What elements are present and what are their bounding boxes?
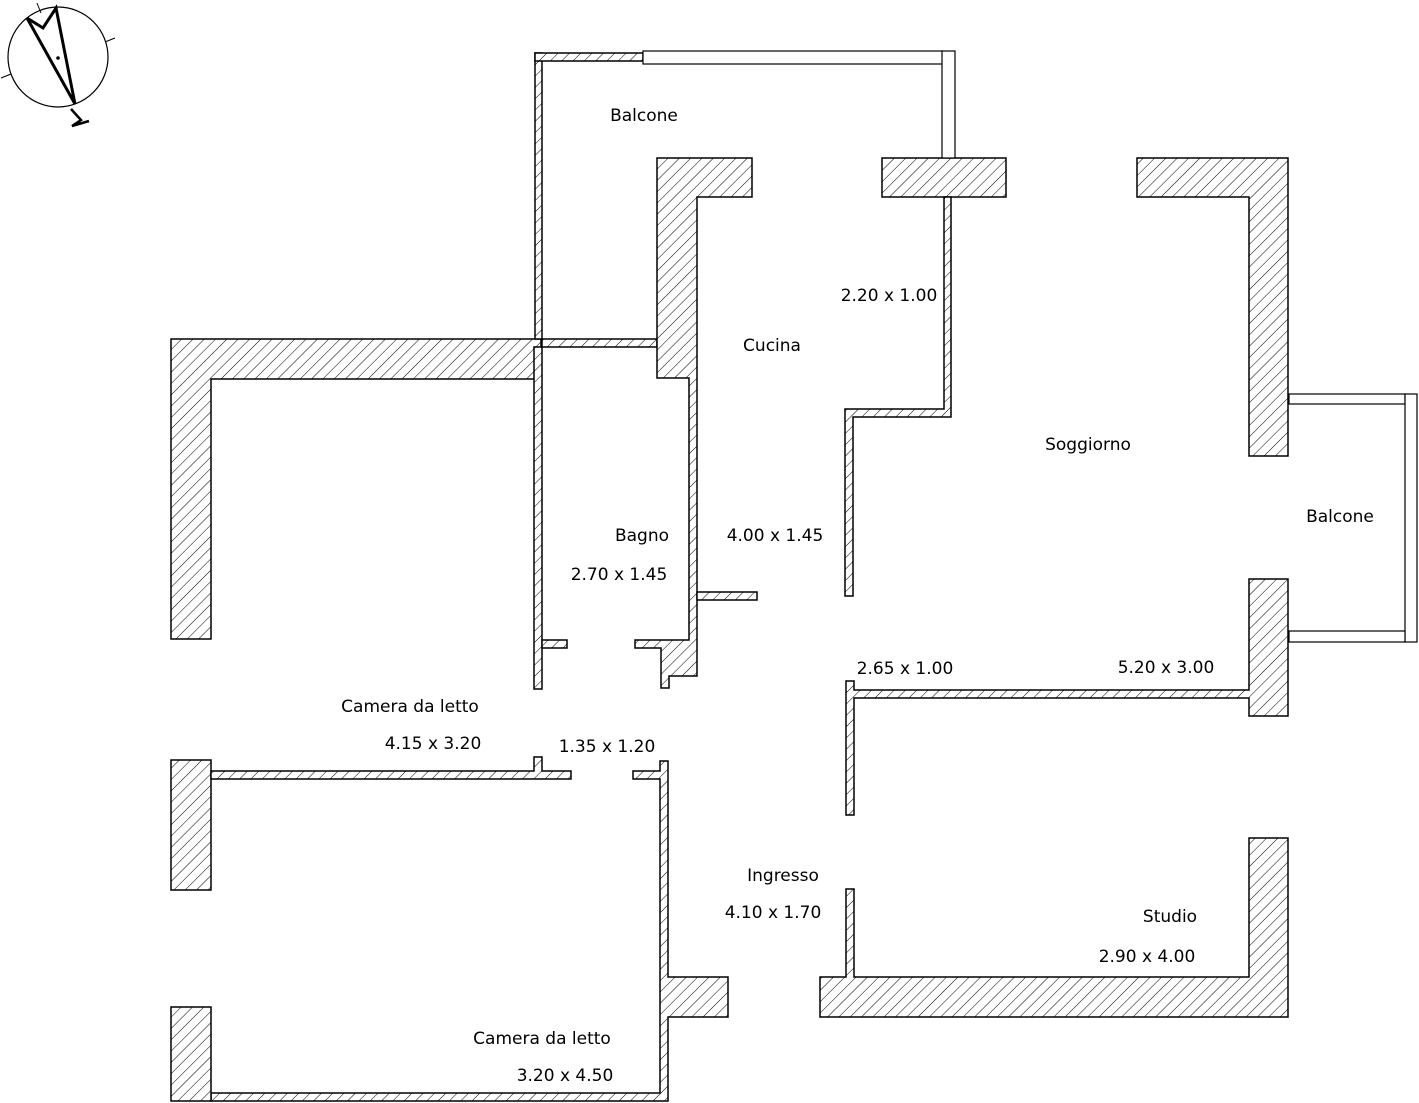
room-label-bagno: Bagno — [614, 526, 670, 546]
room-size-bagno: 2.70 x 1.45 — [570, 565, 668, 585]
room-label-balcone-top: Balcone — [610, 106, 678, 126]
dimension-label: 4.00 x 1.45 — [726, 526, 824, 546]
room-label-camera-2: Camera da letto — [473, 1029, 611, 1049]
dimension-label: 1.35 x 1.20 — [558, 737, 656, 757]
room-label-studio: Studio — [1142, 907, 1198, 927]
room-size-cucina: 2.20 x 1.00 — [840, 286, 938, 306]
room-label-cucina: Cucina — [743, 336, 801, 356]
room-size-ingresso: 4.10 x 1.70 — [724, 903, 822, 923]
compass-icon — [0, 2, 116, 128]
room-label-soggiorno: Soggiorno — [1045, 435, 1131, 455]
room-size-studio: 2.90 x 4.00 — [1098, 947, 1196, 967]
walls — [170, 52, 1289, 1102]
room-size-soggiorno: 5.20 x 3.00 — [1117, 658, 1215, 678]
room-label-camera-1: Camera da letto — [341, 697, 479, 717]
room-size-camera-1: 4.15 x 3.20 — [384, 734, 482, 754]
room-label-balcone-right: Balcone — [1306, 507, 1374, 527]
room-label-ingresso: Ingresso — [747, 866, 819, 886]
dimension-label: 2.65 x 1.00 — [856, 659, 954, 679]
room-size-camera-2: 3.20 x 4.50 — [516, 1066, 614, 1086]
windows — [642, 50, 1418, 643]
